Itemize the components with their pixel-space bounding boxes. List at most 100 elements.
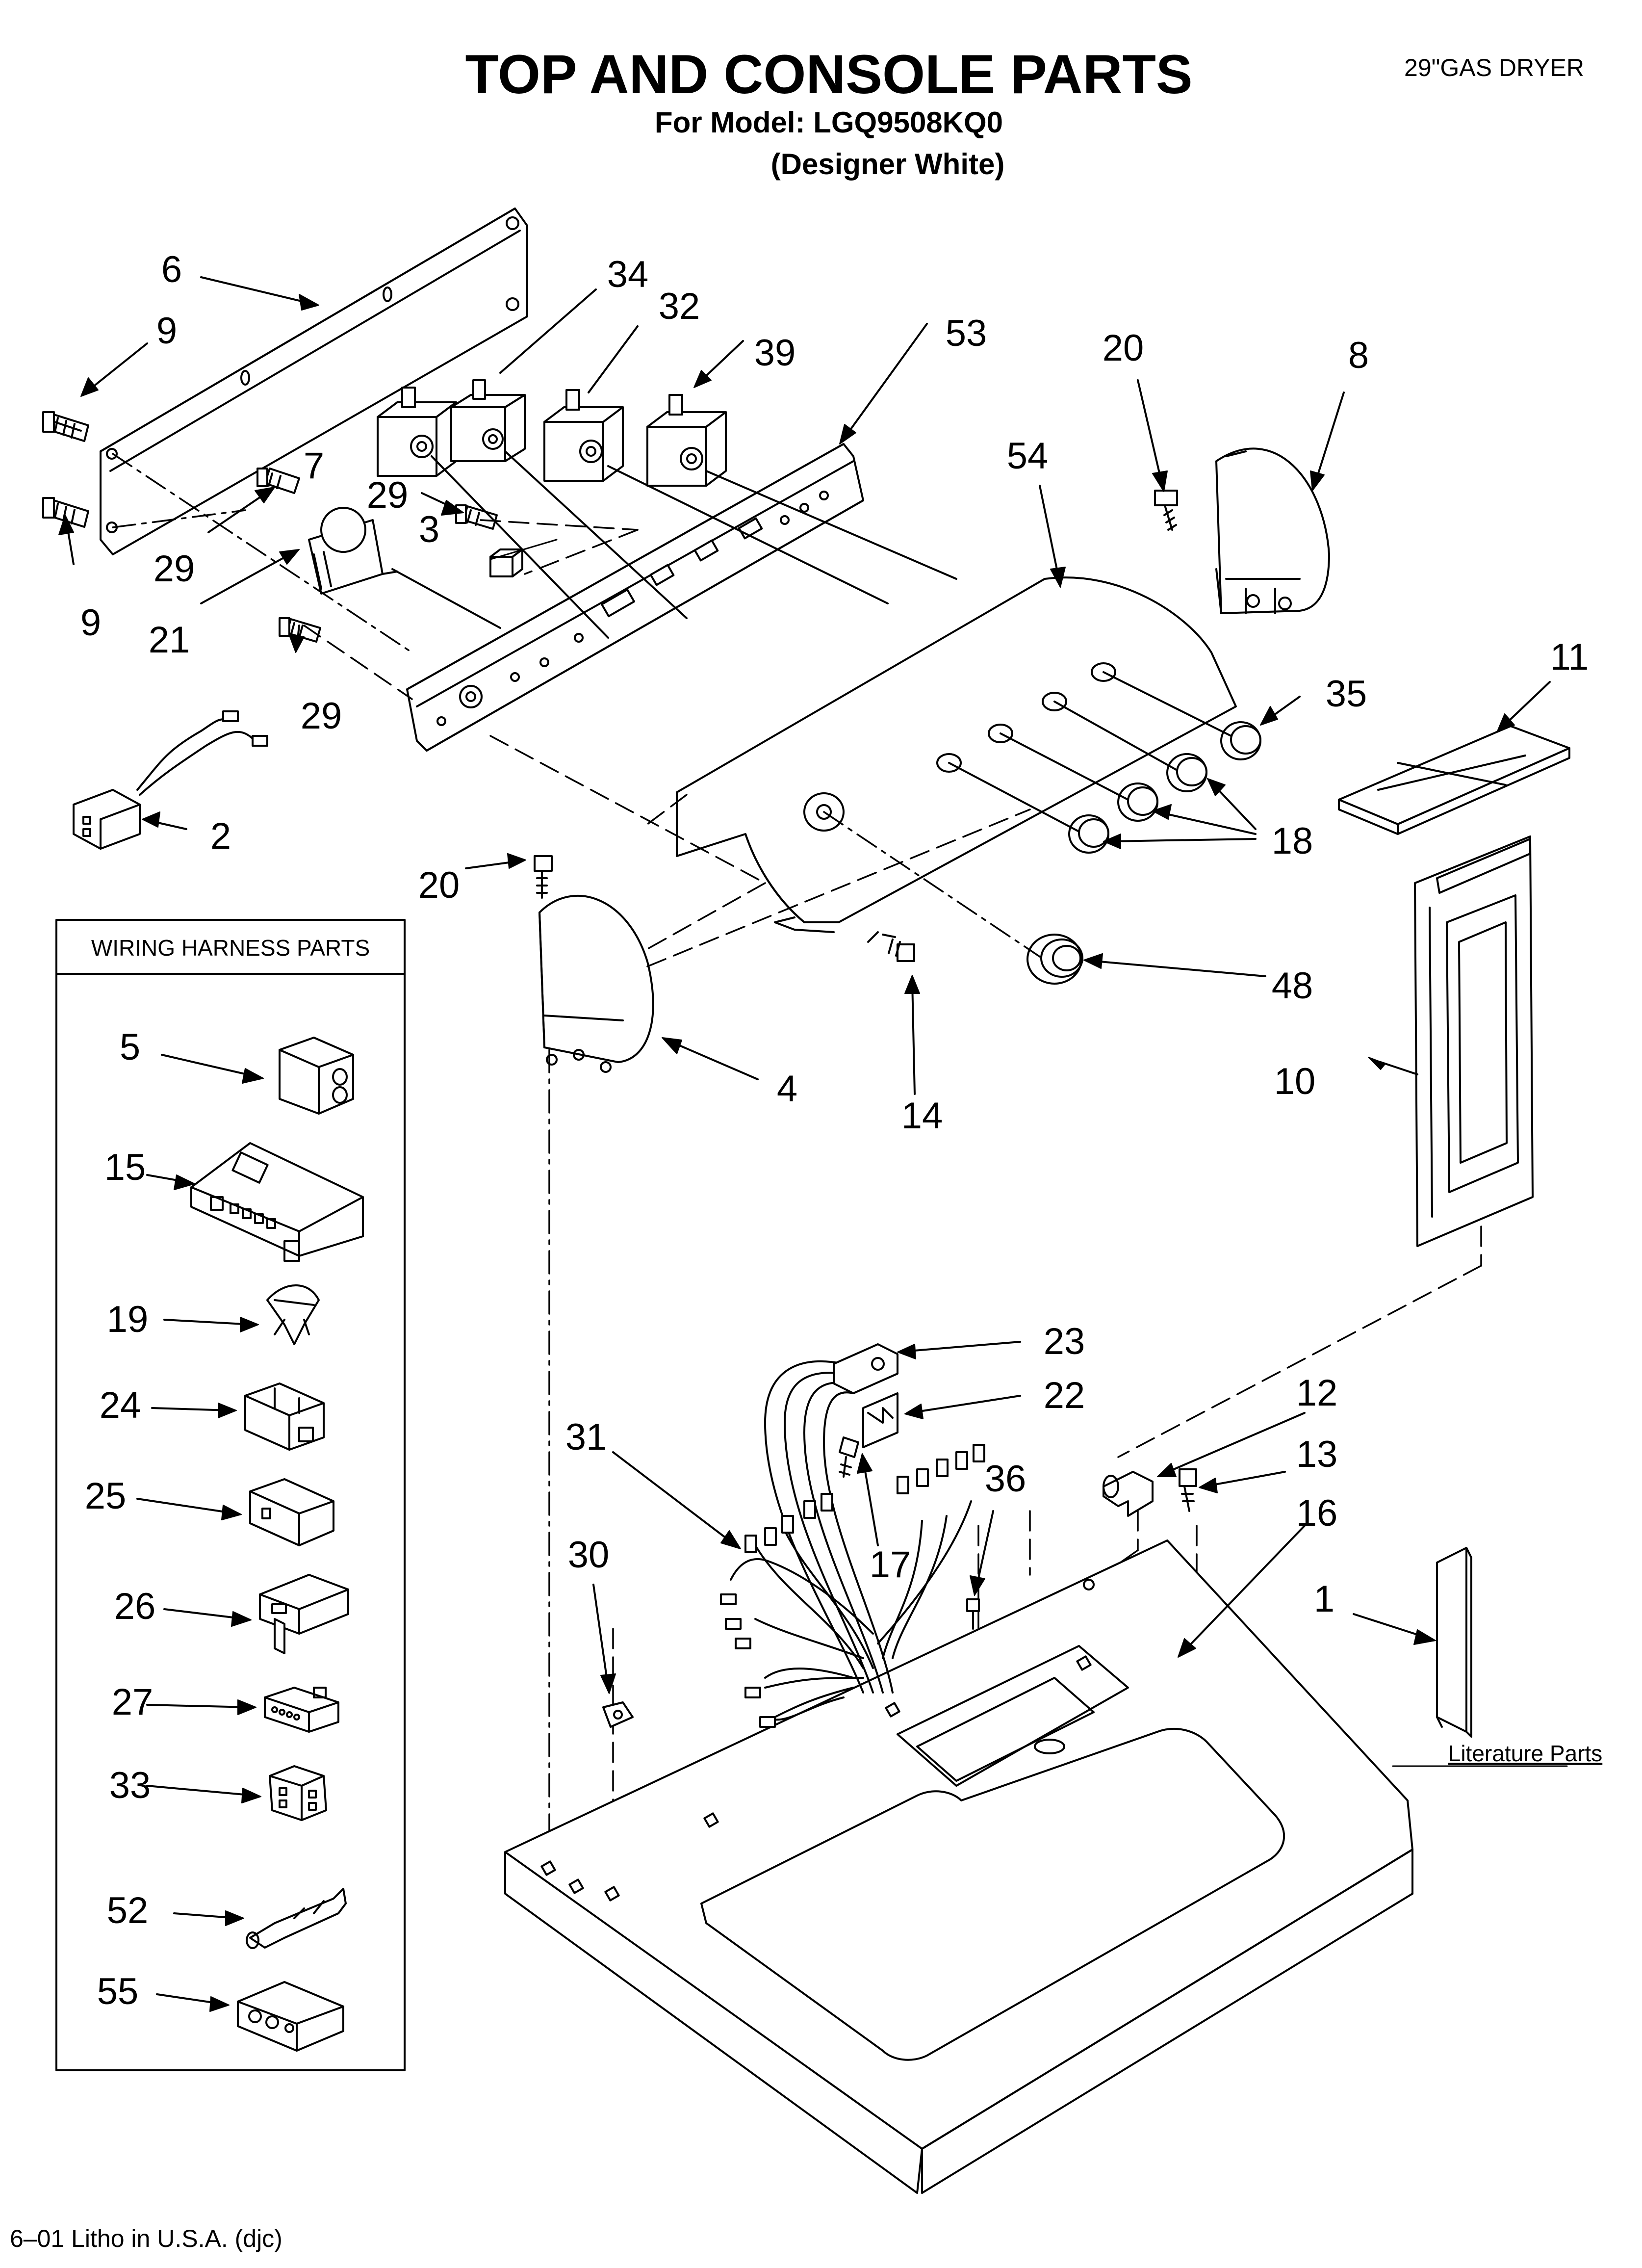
connector-55 xyxy=(237,1981,344,2052)
connector-24 xyxy=(244,1382,325,1451)
callout-6: 6 xyxy=(161,249,182,290)
clip-19 xyxy=(266,1284,320,1345)
color-line: (Designer White) xyxy=(771,148,1005,181)
callout-53: 53 xyxy=(946,313,987,354)
screw-29-a xyxy=(257,468,300,494)
connector-5 xyxy=(279,1037,354,1115)
knob-18-c xyxy=(1068,814,1109,854)
connector-25 xyxy=(249,1478,334,1546)
terminal-52 xyxy=(246,1888,347,1949)
callout-9-upper: 9 xyxy=(156,310,177,352)
switch-32 xyxy=(543,389,624,482)
knob-18-b xyxy=(1117,782,1158,822)
callout-7: 7 xyxy=(304,445,324,487)
callout-4: 4 xyxy=(777,1068,797,1110)
callout-33: 33 xyxy=(109,1765,151,1806)
bracket-22 xyxy=(862,1392,898,1448)
callout-39: 39 xyxy=(754,332,796,374)
screw-29-c xyxy=(279,617,321,643)
callout-15: 15 xyxy=(104,1147,146,1188)
literature-parts-label: Literature Parts xyxy=(1448,1741,1602,1766)
screw-9-lower xyxy=(42,497,89,528)
callout-14: 14 xyxy=(901,1095,943,1137)
callout-13: 13 xyxy=(1296,1434,1338,1475)
screw-20-left xyxy=(534,855,553,899)
callout-29-left: 29 xyxy=(154,548,195,590)
wire-harness xyxy=(730,1360,972,1721)
callout-34: 34 xyxy=(607,254,649,295)
callout-16: 16 xyxy=(1296,1492,1338,1534)
callout-1: 1 xyxy=(1314,1578,1334,1620)
switch-34 xyxy=(450,379,526,462)
assembly-lines xyxy=(112,450,1482,1890)
callout-23: 23 xyxy=(1044,1321,1085,1362)
connector-27 xyxy=(264,1687,339,1733)
connector-26 xyxy=(259,1574,349,1654)
callout-10: 10 xyxy=(1274,1061,1316,1102)
inset-title: WIRING HARNESS PARTS xyxy=(91,935,370,961)
product-type: 29"GAS DRYER xyxy=(1404,54,1584,81)
knob-35 xyxy=(1220,721,1261,760)
lint-screen-10 xyxy=(1414,835,1534,1247)
callout-27: 27 xyxy=(112,1681,154,1723)
callout-numbers: 6 9 9 29 29 29 34 32 39 53 20 8 7 3 21 5… xyxy=(80,249,1589,2012)
callout-8: 8 xyxy=(1348,335,1369,376)
terminal-3 xyxy=(489,548,523,577)
callout-52: 52 xyxy=(107,1890,149,1931)
page-title: TOP AND CONSOLE PARTS xyxy=(465,44,1192,105)
callout-2: 2 xyxy=(210,815,231,857)
callout-20-upper: 20 xyxy=(1103,327,1144,369)
wiring-harness-inset: WIRING HARNESS PARTS xyxy=(55,919,406,2071)
callout-24: 24 xyxy=(100,1384,141,1426)
callout-31: 31 xyxy=(565,1416,607,1458)
callout-25: 25 xyxy=(85,1475,127,1517)
callout-17: 17 xyxy=(870,1544,911,1586)
screw-14 xyxy=(867,931,915,962)
callout-32: 32 xyxy=(659,286,700,327)
lint-cover-11 xyxy=(1338,725,1570,835)
connector-33 xyxy=(269,1765,327,1821)
callout-20-left: 20 xyxy=(418,864,460,906)
callout-36: 36 xyxy=(985,1458,1026,1500)
callout-9-lower: 9 xyxy=(80,602,101,644)
screw-20-upper xyxy=(1154,490,1178,531)
callout-29-mid: 29 xyxy=(367,474,409,516)
literature-booklet-1 xyxy=(1436,1547,1472,1738)
callout-21: 21 xyxy=(149,619,190,661)
console-54 xyxy=(676,576,1237,933)
end-cap-8 xyxy=(1215,447,1330,614)
end-cap-4 xyxy=(539,894,654,1073)
screw-13 xyxy=(1179,1468,1197,1512)
clip-30 xyxy=(602,1701,634,1728)
control-panel-bracket-53 xyxy=(406,443,864,752)
connector-15 xyxy=(190,1142,364,1262)
connector-2 xyxy=(73,710,268,850)
callout-48: 48 xyxy=(1272,965,1313,1007)
callout-30: 30 xyxy=(568,1534,610,1576)
callout-54: 54 xyxy=(1007,435,1049,477)
screw-9-upper xyxy=(42,411,89,442)
callout-26: 26 xyxy=(114,1586,156,1627)
callout-55: 55 xyxy=(97,1971,139,2012)
knob-48 xyxy=(1026,934,1083,985)
terminal-tabs xyxy=(720,1444,985,1728)
callout-22: 22 xyxy=(1044,1375,1085,1416)
switch-7 xyxy=(377,387,457,477)
harness-connector-23 xyxy=(833,1343,898,1394)
timer-21 xyxy=(308,507,398,595)
callout-3: 3 xyxy=(419,509,439,550)
callout-29-lower: 29 xyxy=(301,695,342,737)
model-line: For Model: LGQ9508KQ0 xyxy=(655,106,1003,139)
switch-39 xyxy=(646,394,727,487)
knob-18-a xyxy=(1166,753,1207,792)
callout-12: 12 xyxy=(1296,1372,1338,1414)
callout-11: 11 xyxy=(1550,636,1589,678)
callout-18: 18 xyxy=(1272,820,1313,862)
footer-litho: 6–01 Litho in U.S.A. (djc) xyxy=(10,2225,282,2252)
callout-19: 19 xyxy=(107,1299,149,1340)
screw-17 xyxy=(839,1436,859,1478)
clip-12 xyxy=(1103,1471,1154,1517)
leader-lines xyxy=(58,276,1551,2012)
